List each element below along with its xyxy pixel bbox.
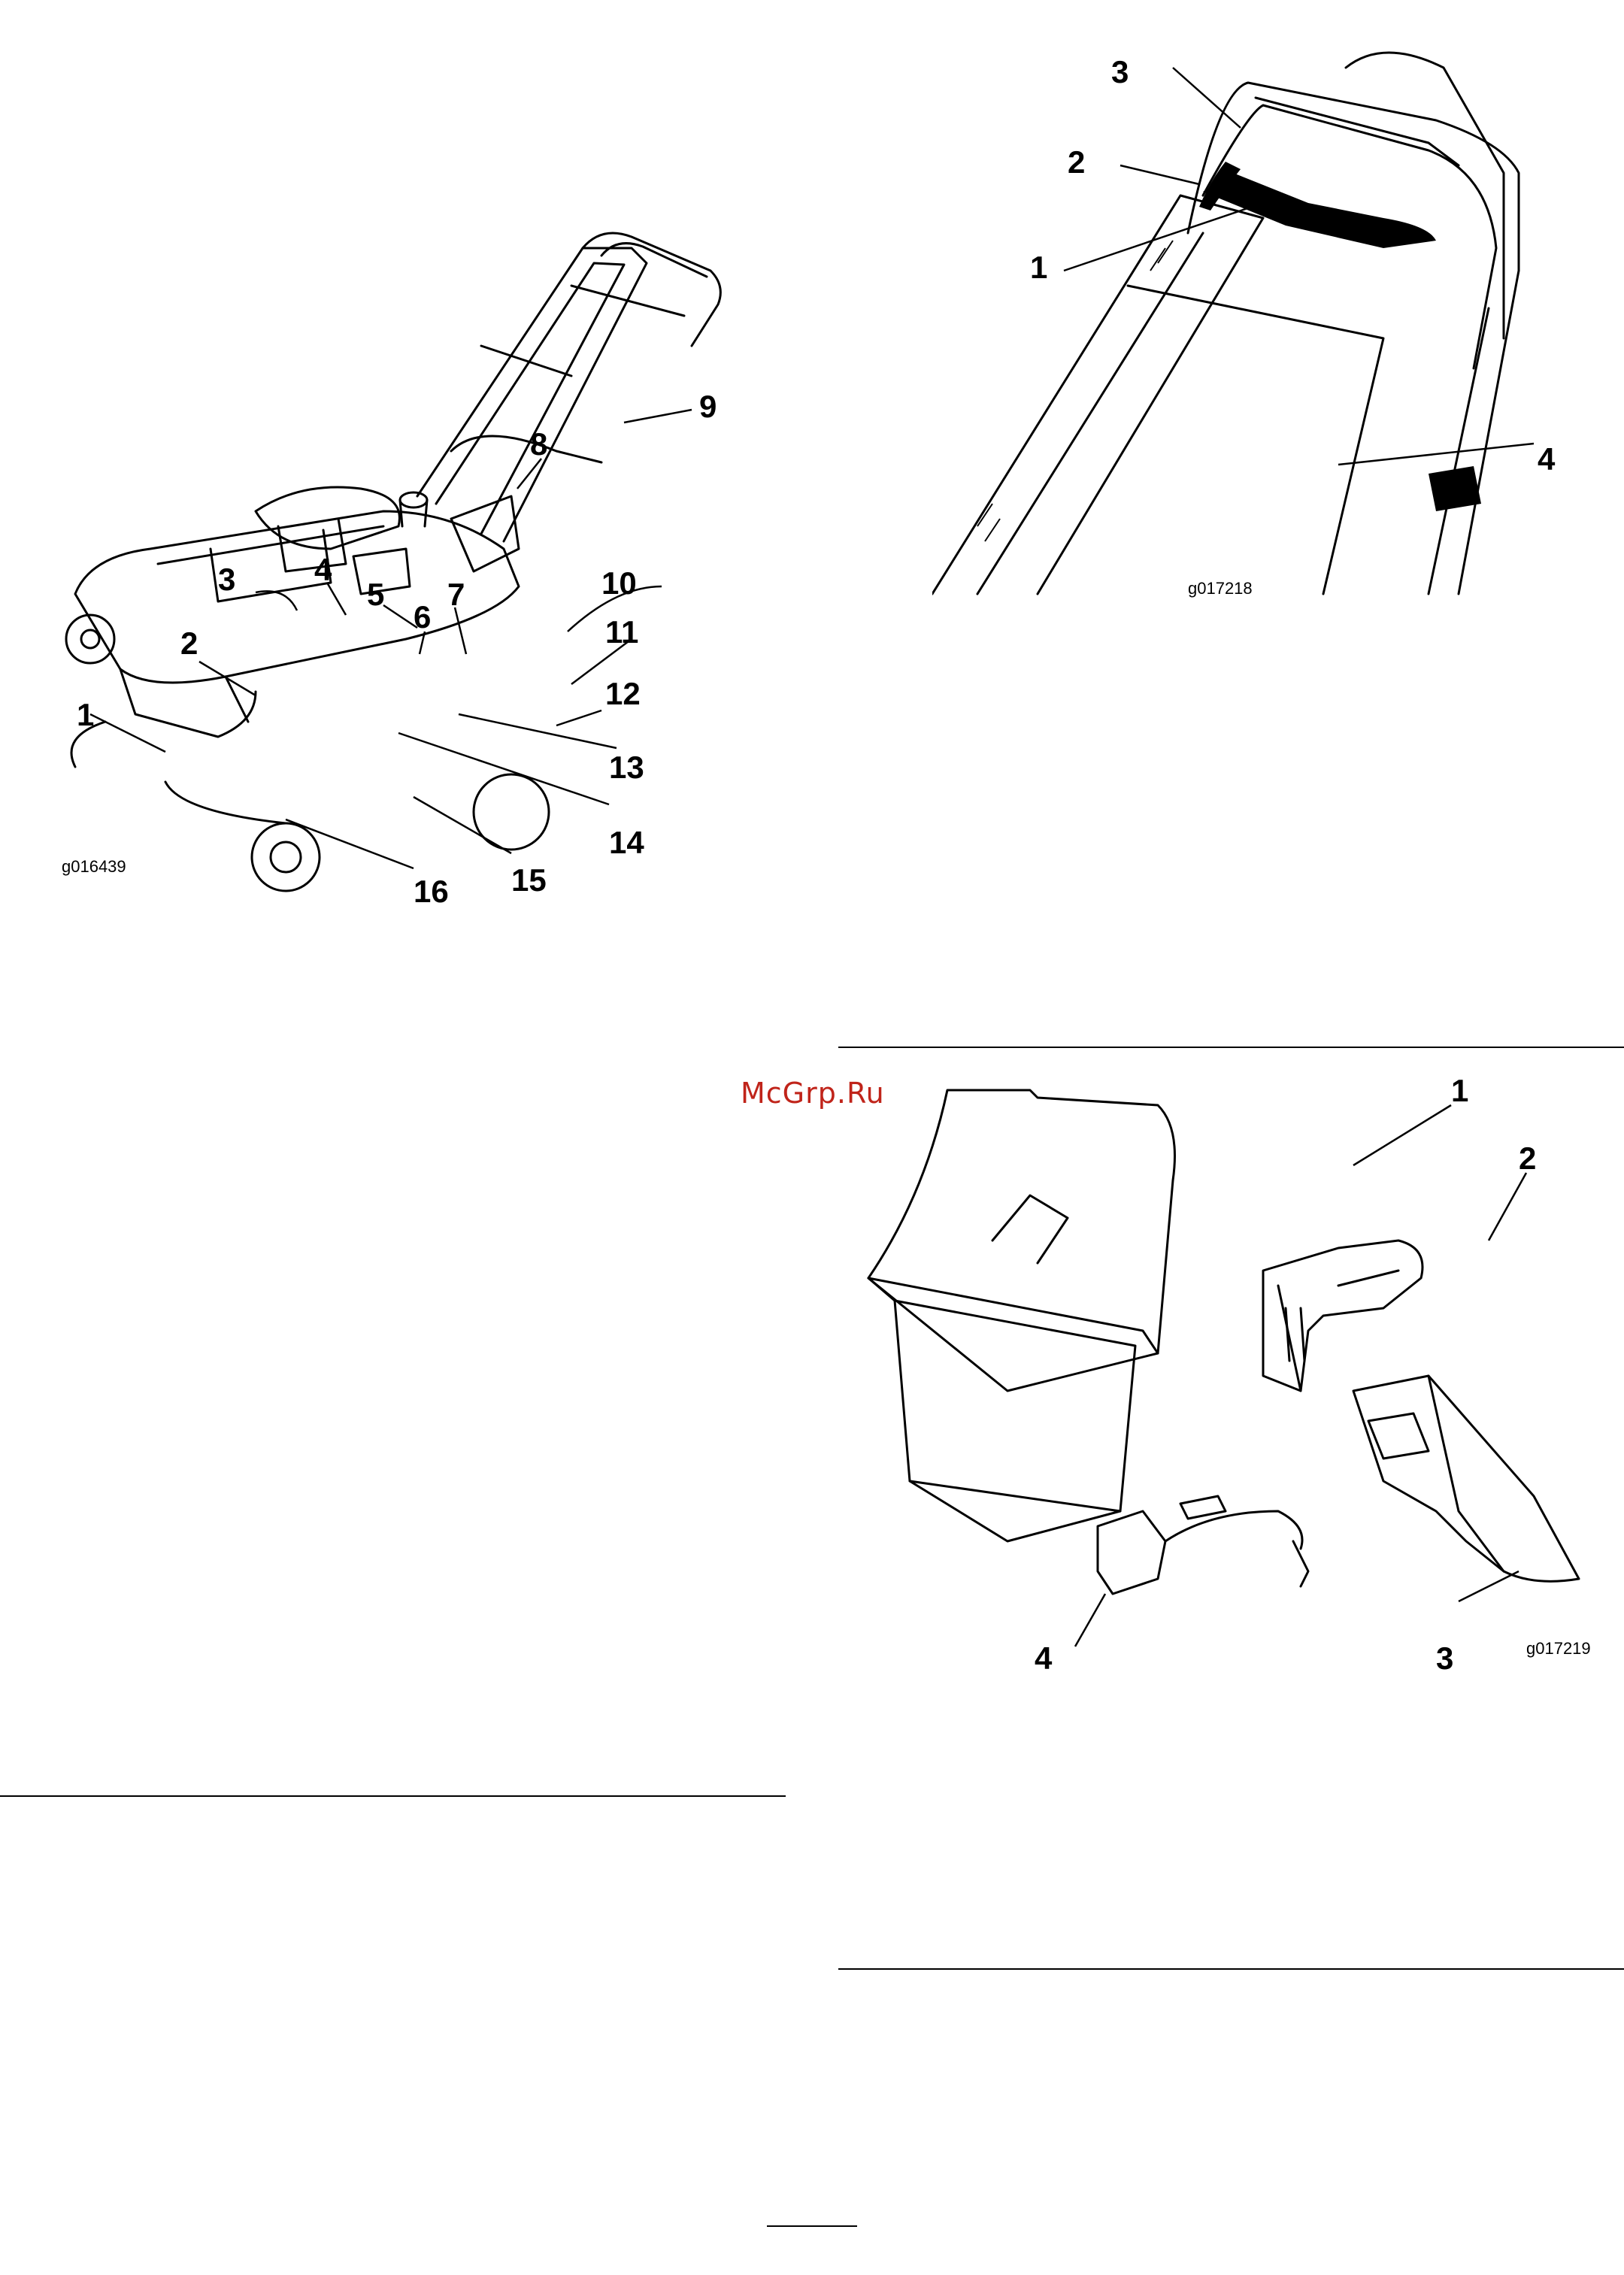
mower-callout-15: 15 [511,862,547,898]
mower-callout-5: 5 [367,577,384,612]
handle-callout-2: 2 [1068,144,1085,180]
grass-bag-drawing [868,1090,1175,1541]
parts-callout-leaders [1075,1105,1526,1646]
mower-figure: 1 2 3 4 5 6 7 8 9 10 11 12 13 14 15 16 g… [30,195,722,947]
rule-left [0,1795,786,1797]
mower-callout-10: 10 [601,565,637,601]
mower-callout-12: 12 [605,676,641,711]
handle-callout-3: 3 [1111,54,1129,89]
mower-callout-8: 8 [530,426,547,462]
mower-callout-16: 16 [414,874,449,909]
charger-drawing [1098,1496,1308,1594]
parts-callout-3: 3 [1436,1640,1453,1676]
mower-callout-6: 6 [414,599,431,635]
mower-callout-3: 3 [218,562,235,597]
mower-callout-4: 4 [314,552,332,587]
mower-callout-9: 9 [699,389,717,424]
handle-figure-id: g017218 [1188,579,1253,598]
parts-figure: 1 2 3 4 g017219 [857,1060,1609,1677]
mower-callout-13: 13 [609,750,644,785]
mower-callout-2: 2 [180,626,198,661]
rule-bottom-right [838,1968,1624,1970]
bracket-drawing [1263,1240,1423,1391]
mower-callout-14: 14 [609,825,644,860]
mower-body-drawing [66,487,549,891]
parts-callout-2: 2 [1519,1141,1536,1176]
handle-callout-leaders [1064,68,1534,465]
parts-callout-1: 1 [1451,1073,1468,1108]
mower-callout-7: 7 [447,577,465,612]
handle-drawing [932,53,1519,594]
mower-handle-drawing [417,233,720,541]
handle-callout-1: 1 [1030,250,1047,285]
discharge-chute-drawing [1353,1376,1579,1581]
parts-figure-id: g017219 [1526,1639,1591,1658]
handle-figure: 1 2 3 4 g017218 [932,23,1579,616]
mower-callout-1: 1 [77,697,94,732]
watermark-text: McGrp.Ru [741,1077,885,1110]
mower-callout-11: 11 [605,614,638,650]
rule-footer [767,2225,857,2227]
rule-top-right [838,1047,1624,1048]
parts-callout-4: 4 [1035,1640,1053,1676]
mower-figure-id: g016439 [62,857,126,876]
handle-callout-4: 4 [1538,441,1556,477]
